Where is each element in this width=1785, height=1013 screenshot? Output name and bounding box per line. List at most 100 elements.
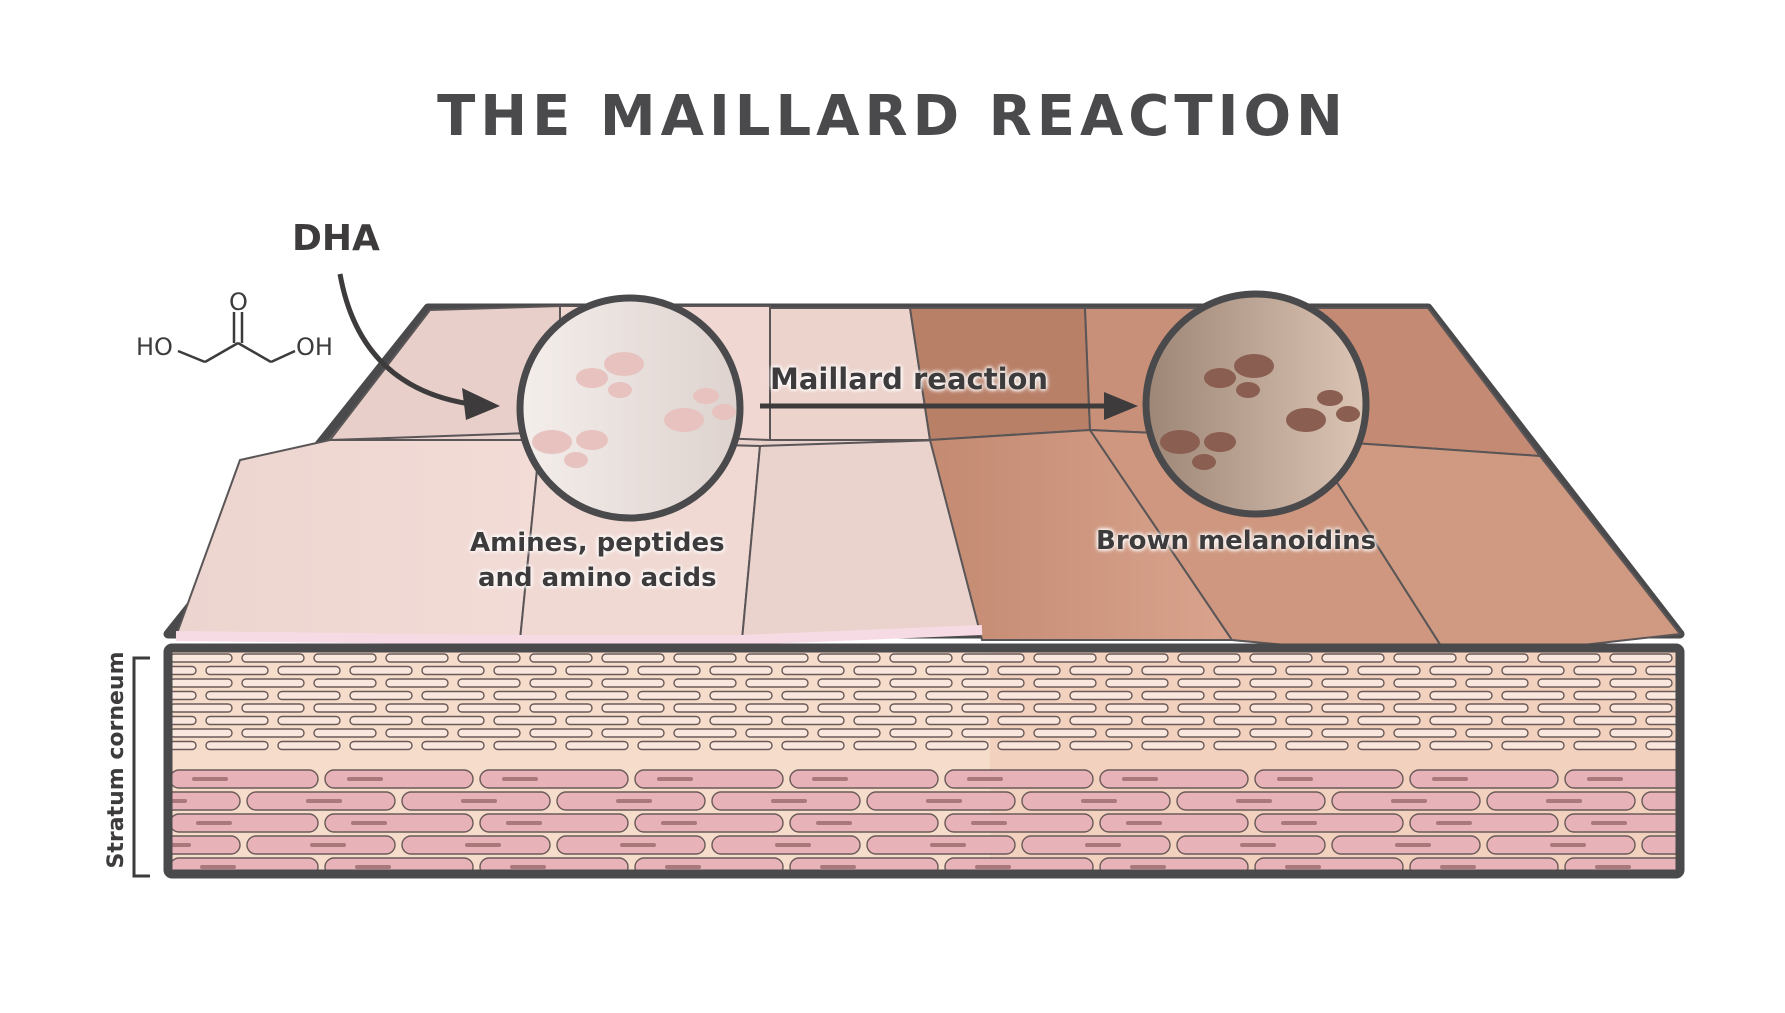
skin-cell [709,715,773,726]
skin-cell [1033,653,1097,663]
skin-cell [385,653,449,663]
skin-cell [781,665,845,676]
skin-cell [601,653,665,663]
skin-cell [1321,703,1385,713]
skin-cell [889,653,953,663]
skin-cell [1465,678,1529,688]
skin-cell [1573,740,1637,751]
skin-cell [349,665,413,676]
skin-cell [349,690,413,701]
skin-surface [163,303,1685,662]
skin-cell [1465,653,1529,663]
skin-cell [1609,678,1673,688]
skin-cell [944,769,1094,789]
skin-cell [637,690,701,701]
skin-cell [1682,729,1744,737]
skin-cell [925,715,989,726]
skin-cell [673,678,737,688]
treated-tile [1308,438,1682,662]
skin-cell [1069,740,1133,751]
skin-cell [781,690,845,701]
skin-cell [601,728,665,738]
cell-nucleus [355,865,391,869]
cell-nucleus [661,821,697,825]
stratum-corneum-label: Stratum corneum [104,651,129,869]
skin-cell [479,813,629,833]
dha-label: DHA [292,218,380,259]
cell-nucleus [616,799,652,803]
dha-molecule [177,312,296,364]
skin-cell [241,653,305,663]
skin-cell [529,653,593,663]
skin-cell [1641,835,1680,855]
cell-nucleus [1546,799,1582,803]
skin-cell [313,678,377,688]
cell-nucleus [1550,843,1586,847]
skin-cell [529,703,593,713]
skin-cell [673,653,737,663]
skin-cell [168,835,241,855]
skin-cell [205,715,269,726]
cell-nucleus [1281,821,1317,825]
skin-cell [925,740,989,751]
skin-cell [709,665,773,676]
skin-cell [421,715,485,726]
skin-cell [944,813,1094,833]
maillard-arrow [760,392,1138,420]
skin-cell [168,690,197,701]
skin-cell [1537,653,1601,663]
skin-cell [1465,728,1529,738]
skin-cell [168,740,197,751]
skin-cell [1105,703,1169,713]
skin-cell [565,690,629,701]
cell-nucleus [930,843,966,847]
skin-cell [1285,690,1349,701]
skin-cell [1254,813,1404,833]
skin-cell [1285,740,1349,751]
skin-cell [1573,690,1637,701]
skin-cell [781,740,845,751]
cell-nucleus [971,821,1007,825]
skin-cell [637,715,701,726]
skin-cell [313,653,377,663]
amines-label-line1: Amines, peptides [470,528,725,558]
skin-cell [745,703,809,713]
skin-cell [961,653,1025,663]
cell-nucleus [816,821,852,825]
skin-cell [1393,728,1457,738]
skin-cell [1069,715,1133,726]
cell-nucleus [461,799,497,803]
cell-nucleus [771,799,807,803]
skin-cell [1177,728,1241,738]
skin-cell [745,653,809,663]
cell-nucleus [1701,799,1737,803]
cell-nucleus [1277,777,1313,781]
skin-cell [168,791,241,811]
skin-cell [997,715,1061,726]
skin-cell [313,703,377,713]
skin-cell [925,690,989,701]
cell-nucleus [1595,865,1631,869]
skin-cell [385,703,449,713]
skin-cell [817,703,881,713]
skin-cell [817,728,881,738]
skin-cell [601,678,665,688]
cell-nucleus [1081,799,1117,803]
skin-cell [565,740,629,751]
cell-nucleus [620,843,656,847]
skin-cell [1141,690,1205,701]
amines-label: Amines, peptides and amino acids [470,526,725,596]
skin-cell [324,813,474,833]
skin-cell [1393,678,1457,688]
dha-arrow [337,273,500,420]
skin-cell [1213,665,1277,676]
skin-cell [1213,715,1277,726]
cell-nucleus [200,865,236,869]
skin-cell [313,728,377,738]
skin-cell [169,678,233,688]
skin-cell [205,740,269,751]
skin-cell [1321,728,1385,738]
skin-cell [853,715,917,726]
skin-cell [1177,703,1241,713]
cell-nucleus [975,865,1011,869]
